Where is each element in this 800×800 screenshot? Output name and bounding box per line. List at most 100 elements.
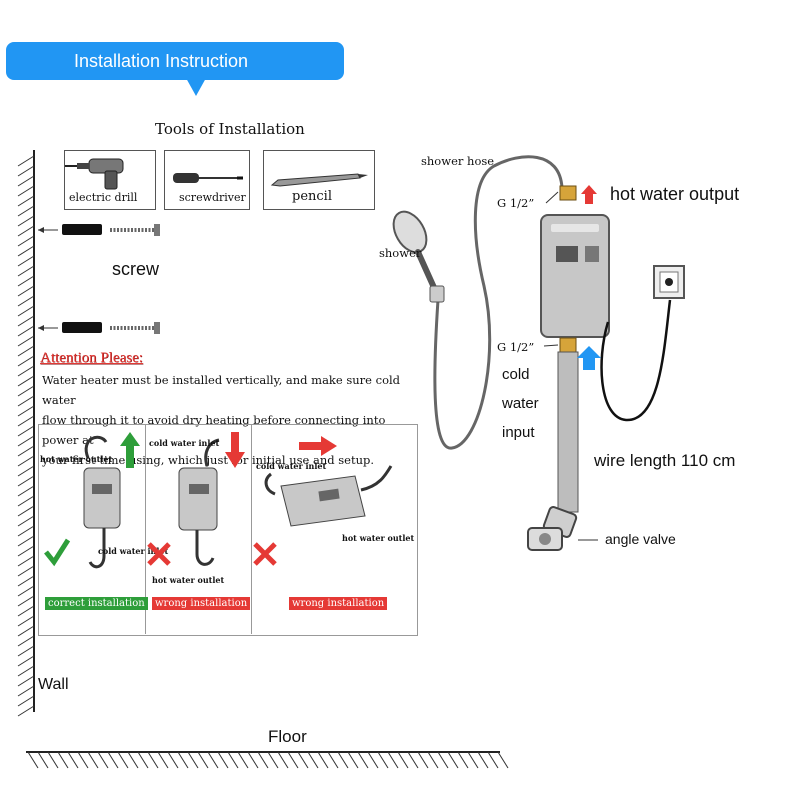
- hatch-line: [17, 575, 35, 587]
- hatch-line: [17, 655, 35, 667]
- hatch-line: [267, 751, 279, 769]
- hatch-line: [457, 751, 469, 769]
- panel-label-bottom: cold water inlet: [98, 546, 169, 556]
- hatch-line: [57, 751, 69, 769]
- hatch-line: [407, 751, 419, 769]
- hatch-line: [17, 705, 35, 717]
- hatch-line: [197, 751, 209, 769]
- wall-label: Wall: [38, 676, 69, 693]
- tool-card-pencil: pencil: [263, 150, 375, 210]
- hatch-line: [487, 751, 499, 769]
- hatch-line: [167, 751, 179, 769]
- angle-valve-label: angle valve: [605, 531, 676, 547]
- hatch-line: [17, 165, 35, 177]
- screwdriver-icon: [173, 173, 243, 183]
- hatch-line: [177, 751, 189, 769]
- screw-anchor-icon: [38, 322, 160, 334]
- hatch-line: [17, 515, 35, 527]
- pencil-icon: [270, 173, 368, 187]
- top-fitting: [559, 185, 577, 201]
- hatch-line: [17, 185, 35, 197]
- hatch-line: [247, 751, 259, 769]
- hatch-line: [27, 751, 39, 769]
- hatch-line: [17, 695, 35, 707]
- hatch-line: [17, 255, 35, 267]
- bottom-thread-label: G 1/2”: [497, 340, 535, 354]
- bottom-fitting: [559, 337, 577, 353]
- hot-output-arrow-icon: [581, 185, 597, 204]
- cold-input-label-line: cold: [502, 366, 530, 383]
- power-socket-icon: [653, 265, 685, 299]
- hatch-line: [17, 405, 35, 417]
- hatch-line: [17, 305, 35, 317]
- hatch-line: [17, 615, 35, 627]
- arrow-up-icon: [120, 432, 140, 468]
- tool-label: pencil: [292, 189, 332, 204]
- hatch-line: [297, 751, 309, 769]
- thread-leader: [545, 191, 559, 204]
- hatch-line: [147, 751, 159, 769]
- hatch-line: [17, 355, 35, 367]
- hatch-line: [17, 325, 35, 337]
- hatch-line: [17, 385, 35, 397]
- hatch-line: [17, 535, 35, 547]
- hatch-line: [107, 751, 119, 769]
- hatch-line: [347, 751, 359, 769]
- attention-line: your first time using, which just for in…: [42, 453, 375, 467]
- hatch-line: [17, 565, 35, 577]
- hatch-line: [127, 751, 139, 769]
- panel-label-top: hot water outlet: [40, 454, 113, 464]
- hatch-line: [17, 665, 35, 677]
- orientation-panels: [38, 424, 418, 636]
- hatch-line: [187, 751, 199, 769]
- wire-length-label: wire length 110 cm: [594, 451, 736, 470]
- arrow-right-icon: [299, 436, 337, 456]
- panel-label-bottom: hot water outlet: [152, 575, 225, 585]
- hatch-line: [387, 751, 399, 769]
- hatch-line: [117, 751, 129, 769]
- screw-anchor-icon: [38, 224, 160, 236]
- hatch-line: [17, 395, 35, 407]
- verdict-badge: wrong installation: [152, 597, 251, 610]
- electric-drill-icon: [65, 158, 124, 190]
- hatch-line: [467, 751, 479, 769]
- arrow-down-icon: [225, 432, 245, 468]
- cross-icon: [253, 542, 277, 566]
- verdict-badge: correct installation: [45, 597, 148, 610]
- hatch-line: [17, 505, 35, 517]
- hatch-line: [137, 751, 149, 769]
- hatch-line: [207, 751, 219, 769]
- verdict-badge: wrong installation: [289, 597, 388, 610]
- hatch-line: [477, 751, 489, 769]
- hatch-line: [357, 751, 369, 769]
- hatch-line: [67, 751, 79, 769]
- attention-note: Water heater must be installed verticall…: [42, 370, 412, 470]
- hatch-line: [17, 625, 35, 637]
- floor-hatching: [26, 751, 509, 769]
- hatch-line: [17, 685, 35, 697]
- hatch-line: [217, 751, 229, 769]
- hatch-line: [17, 465, 35, 477]
- tool-label: screwdriver: [179, 191, 246, 204]
- hatch-line: [17, 475, 35, 487]
- hatch-line: [17, 345, 35, 357]
- check-icon: [44, 538, 71, 567]
- hatch-line: [17, 365, 35, 377]
- hatch-line: [17, 525, 35, 537]
- hatch-line: [397, 751, 409, 769]
- hatch-line: [17, 295, 35, 307]
- hatch-line: [17, 485, 35, 497]
- hatch-line: [17, 275, 35, 287]
- hatch-line: [97, 751, 109, 769]
- shower-hose: [433, 155, 564, 450]
- hatch-line: [337, 751, 349, 769]
- hatch-line: [17, 495, 35, 507]
- hatch-line: [367, 751, 379, 769]
- hatch-line: [497, 751, 509, 769]
- hatch-line: [17, 455, 35, 467]
- hatch-line: [17, 175, 35, 187]
- panel-divider: [251, 424, 252, 634]
- panel-label-top: cold water inlet: [256, 461, 327, 471]
- hatch-line: [87, 751, 99, 769]
